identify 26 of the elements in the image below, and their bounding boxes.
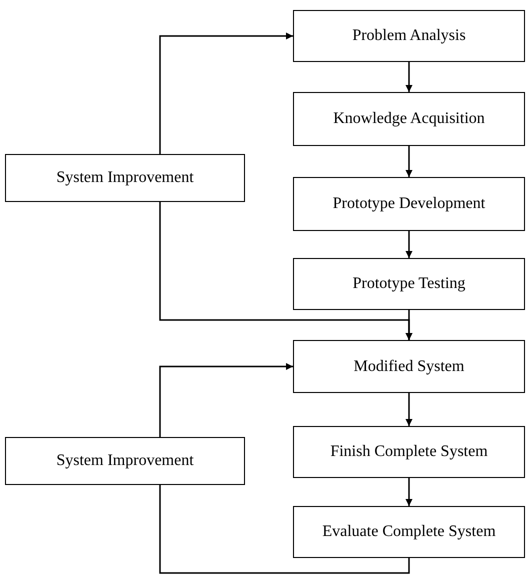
process-box — [5, 437, 245, 485]
process-box — [293, 177, 525, 231]
box-label: Prototype Development — [332, 194, 486, 214]
process-box — [293, 258, 525, 310]
arrow — [406, 146, 412, 177]
arrow — [159, 363, 293, 437]
process-box — [293, 340, 525, 393]
process-box — [293, 506, 525, 558]
process-box — [293, 92, 525, 146]
process-box — [293, 426, 525, 478]
arrow — [406, 478, 412, 506]
arrow — [159, 202, 412, 340]
arrow — [406, 393, 412, 426]
box-label: Evaluate Complete System — [322, 522, 496, 542]
box-label: System Improvement — [56, 168, 194, 188]
box-label: Problem Analysis — [352, 26, 466, 46]
arrow — [406, 231, 412, 258]
arrow — [406, 62, 412, 92]
box-label: Prototype Testing — [352, 274, 466, 294]
box-label: Knowledge Acquisition — [333, 109, 485, 129]
box-label: Modified System — [354, 356, 464, 376]
box-label: Finish Complete System — [330, 442, 488, 462]
box-label: System Improvement — [56, 451, 194, 471]
process-box — [293, 10, 525, 62]
process-box — [5, 154, 245, 202]
arrow — [159, 32, 293, 154]
